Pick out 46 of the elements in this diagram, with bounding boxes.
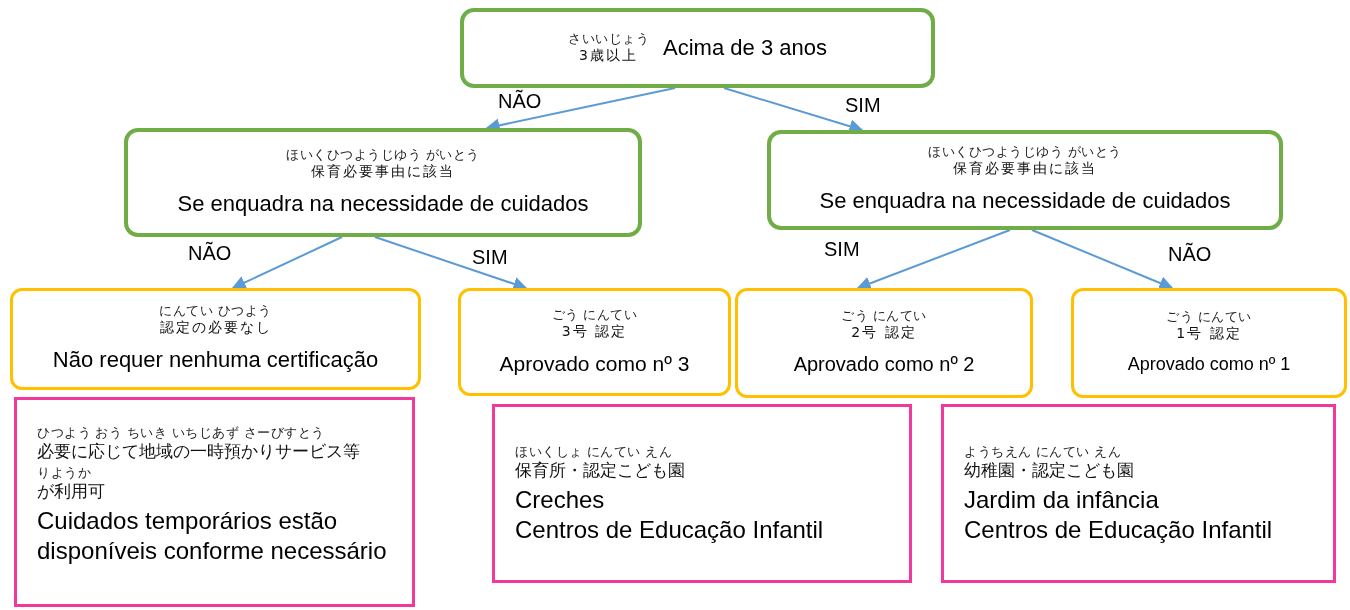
- arrow: [231, 236, 343, 289]
- portuguese-text: Cuidados temporários estão disponíveis conforme necessário: [37, 506, 388, 566]
- furigana-text: ごう にんてい: [551, 307, 638, 322]
- result-box: [458, 288, 731, 396]
- portuguese-text: Se enquadra na necessidade de cuidados: [819, 187, 1231, 215]
- furigana-text: りようか: [37, 466, 91, 480]
- furigana-text: ひつよう おう ちいき いちじあず さーびすとう: [37, 426, 325, 440]
- furigana-text: ほいくひつようじゆう がいとう: [286, 147, 480, 162]
- portuguese-text: Centros de Educação Infantil: [515, 515, 824, 545]
- portuguese-text: Aprovado como nº 1: [1127, 353, 1291, 376]
- japanese-text: 必要に応じて地域の一時預かりサービス等: [37, 440, 360, 462]
- furigana-text: ほいくひつようじゆう がいとう: [928, 145, 1122, 159]
- japanese-text: 幼稚園・認定こども園: [964, 459, 1134, 481]
- decision-box: [767, 130, 1283, 230]
- portuguese-text: Acima de 3 anos: [663, 34, 827, 62]
- portuguese-text: Aprovado como nº 2: [793, 352, 975, 377]
- result-box: [10, 288, 421, 390]
- decision-box: [124, 128, 642, 237]
- furigana-text: ようちえん にんてい えん: [964, 445, 1122, 459]
- service-box: [492, 404, 912, 583]
- japanese-text: 認定の必要なし: [159, 318, 272, 336]
- service-box: [14, 397, 415, 607]
- furigana-text: ごう にんてい: [841, 309, 927, 323]
- furigana-text: にんてい ひつよう: [159, 304, 272, 318]
- result-box: [735, 288, 1033, 398]
- arrow: [1031, 229, 1174, 290]
- portuguese-text: Não requer nenhuma certificação: [52, 346, 379, 374]
- service-box: [941, 404, 1336, 583]
- portuguese-text: Jardim da infância: [964, 485, 1159, 515]
- furigana-text: さいいじょう: [568, 32, 650, 46]
- portuguese-text: Se enquadra na necessidade de cuidados: [177, 189, 589, 218]
- japanese-text: 2号 認定: [851, 323, 917, 341]
- japanese-text: 保育所・認定こども園: [515, 459, 685, 481]
- result-box: [1071, 288, 1347, 398]
- japanese-text: 3号 認定: [561, 322, 628, 340]
- japanese-text: が利用可: [37, 480, 105, 502]
- furigana-text: ごう にんてい: [1166, 310, 1252, 324]
- japanese-text: 1号 認定: [1176, 324, 1242, 342]
- portuguese-text: Centros de Educação Infantil: [964, 515, 1273, 545]
- portuguese-text: Aprovado como nº 3: [499, 350, 690, 377]
- japanese-text: 保育必要事由に該当: [953, 159, 1097, 177]
- japanese-text: 3歳以上: [579, 46, 638, 64]
- furigana-text: ほいくしょ にんてい えん: [515, 445, 673, 459]
- japanese-text: 保育必要事由に該当: [311, 162, 455, 180]
- portuguese-text: Creches: [515, 485, 605, 515]
- decision-box: [460, 8, 935, 88]
